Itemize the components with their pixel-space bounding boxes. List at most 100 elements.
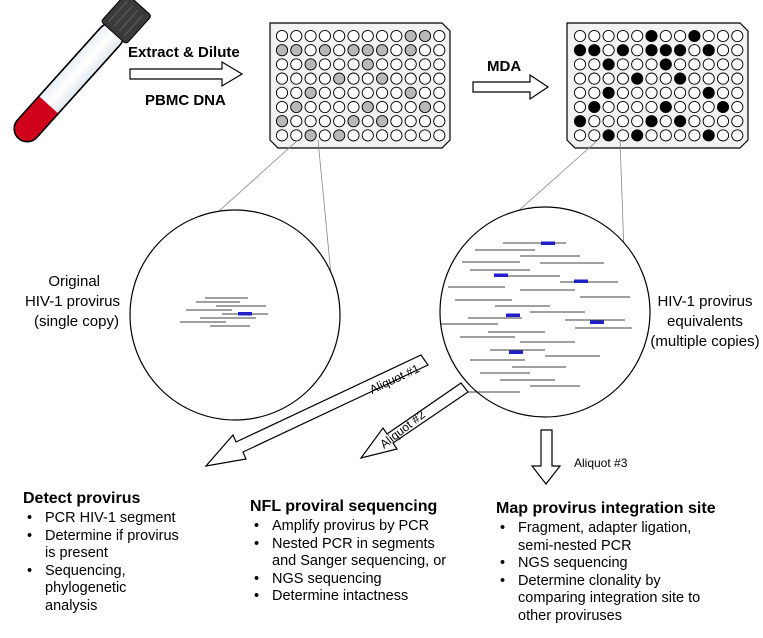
plate-well (433, 29, 446, 43)
panel-item: PCR HIV-1 segment (27, 510, 238, 528)
extract-label: Extract & Dilute (128, 44, 240, 61)
plate-well (304, 129, 317, 142)
plate-well (688, 129, 701, 142)
provirus-marker (541, 241, 555, 245)
plate-well (659, 100, 672, 114)
plate-after-mda (566, 22, 749, 149)
plate-well (659, 58, 672, 71)
panel-list: PCR HIV-1 segmentDetermine if provirusis… (23, 510, 238, 615)
plate-well (645, 72, 658, 85)
plate-well (702, 129, 715, 142)
plate-well (333, 29, 346, 43)
plate-well (602, 29, 615, 43)
plate-well (702, 44, 715, 57)
panel-item-text: Amplify provirus by PCR (272, 518, 430, 534)
plate-well (588, 100, 601, 114)
plate-well (616, 100, 629, 114)
plate-well (404, 44, 417, 57)
equivalents-label-line2: equivalents (667, 313, 743, 330)
aliquot-2-arrow (359, 382, 469, 459)
plate-well (376, 58, 389, 71)
plate-well (588, 129, 601, 142)
blood-tube-icon (13, 0, 151, 143)
plate-well (318, 100, 331, 114)
plate-well (404, 115, 417, 128)
plate-well (290, 72, 303, 85)
original-label-line2: HIV-1 provirus (25, 293, 120, 310)
plate-well (702, 86, 715, 99)
plate-well (645, 129, 658, 142)
plate-well (275, 115, 289, 128)
plate-well (404, 129, 417, 142)
plate-well (573, 100, 587, 114)
plate-well (275, 86, 289, 99)
plate-well (418, 129, 432, 142)
plate-well (333, 86, 346, 99)
panel-item: NGS sequencing (254, 571, 500, 589)
plate-well (688, 86, 701, 99)
plate-well (433, 115, 446, 128)
plate-well (616, 86, 629, 99)
plate-well (688, 115, 701, 128)
plate-well (688, 100, 701, 114)
amplified-provirus-fragments (440, 241, 632, 393)
plate-well (716, 29, 730, 43)
equivalents-label-line1: HIV-1 provirus (657, 293, 752, 310)
plate-well (659, 129, 672, 142)
plate-well (602, 58, 615, 71)
plate-well (716, 86, 730, 99)
plate-well (290, 58, 303, 71)
plate-well (404, 100, 417, 114)
plate-well (418, 44, 432, 57)
plate-well (404, 72, 417, 85)
plate-well (290, 86, 303, 99)
plate-well (304, 29, 317, 43)
plate-well (390, 100, 403, 114)
panel-item-text: phylogenetic (45, 580, 127, 596)
plate-well (674, 58, 687, 71)
plate-well (275, 100, 289, 114)
plate-well (688, 44, 701, 57)
plate-well (333, 58, 346, 71)
plate-well (347, 129, 360, 142)
plate-well (616, 44, 629, 57)
plate-well (275, 44, 289, 57)
plate-well (275, 29, 289, 43)
plate-well (702, 29, 715, 43)
plate-well (702, 100, 715, 114)
single-copy-well-magnified (129, 209, 341, 421)
plate-well (674, 129, 687, 142)
plate-well (631, 44, 644, 57)
plate-well (418, 29, 432, 43)
panel-nfl-sequencing: NFL proviral sequencing Amplify provirus… (250, 498, 500, 606)
plate-well (376, 129, 389, 142)
panel-title: Detect provirus (23, 490, 141, 507)
plate-well (376, 72, 389, 85)
plate-well (275, 72, 289, 85)
plate-well (404, 29, 417, 43)
provirus-marker (506, 313, 520, 317)
plate-well (616, 29, 629, 43)
plate-well (588, 72, 601, 85)
plate-well (333, 115, 346, 128)
plate-well (333, 44, 346, 57)
panel-item: Determine intactness (254, 588, 500, 606)
extract-arrow (129, 60, 244, 88)
plate-well (433, 44, 446, 57)
aliquot-1-arrow (204, 354, 429, 467)
plate-well (347, 44, 360, 57)
plate-well (376, 86, 389, 99)
plate-well (404, 86, 417, 99)
panel-item-text: Determine intactness (272, 588, 409, 604)
panel-item-text: Nested PCR in segments (272, 535, 435, 552)
plate-well (433, 129, 446, 142)
plate-well (333, 129, 346, 142)
plate-well (631, 72, 644, 85)
plate-well (674, 100, 687, 114)
panel-detect-provirus: Detect provirus PCR HIV-1 segmentDetermi… (23, 490, 238, 615)
plate-well (418, 72, 432, 85)
plate-well (674, 115, 687, 128)
plate-well (318, 72, 331, 85)
